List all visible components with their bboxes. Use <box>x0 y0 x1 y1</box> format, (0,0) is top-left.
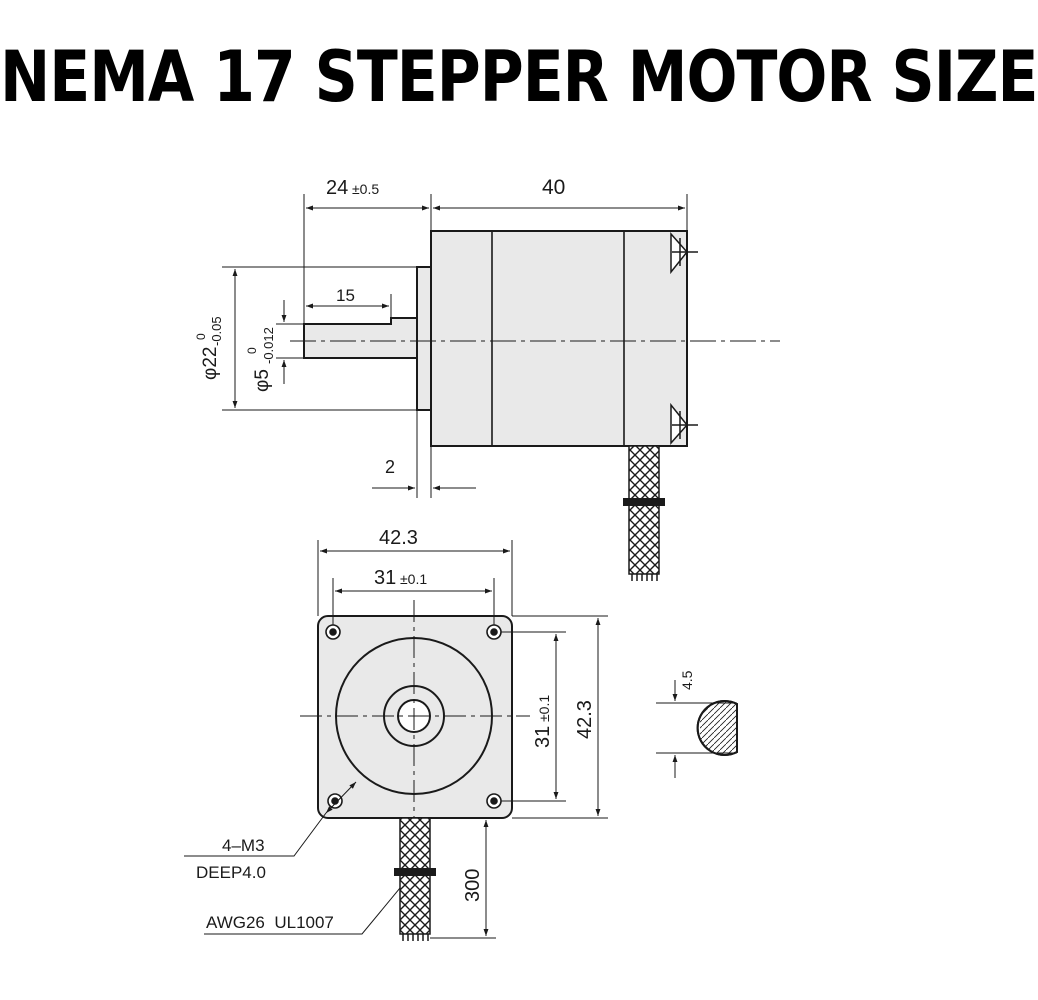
diagram-canvas: NEMA 17 STEPPER MOTOR SIZE <box>0 36 1038 941</box>
screw-bottom <box>670 402 698 445</box>
svg-text:0: 0 <box>194 333 208 340</box>
dim-shaft-diameter: φ5 0 -0.012 <box>245 327 276 392</box>
dim-hole-spacing: 31 <box>374 567 396 589</box>
svg-text:-0.012: -0.012 <box>261 327 276 364</box>
dim-body-length: 40 <box>542 176 565 199</box>
boss <box>416 266 432 411</box>
dim-flat-length: 15 <box>336 286 355 305</box>
svg-text:φ22: φ22 <box>200 347 221 380</box>
motor-drawing: 24 ±0.5 40 15 2 φ22 0 -0.05 φ5 0 -0.012 <box>184 176 780 941</box>
svg-text:-0.05: -0.05 <box>209 316 224 346</box>
dim-shaft-extension-tol: ±0.5 <box>352 181 379 197</box>
svg-text:300: 300 <box>462 869 484 902</box>
dim-face-width: 42.3 <box>379 527 418 549</box>
label-mount-holes: 4–M3 <box>222 836 265 855</box>
svg-text:4.5: 4.5 <box>679 670 695 690</box>
dim-shaft-extension: 24 <box>326 177 348 199</box>
dim-hole-spacing-tol: ±0.1 <box>400 571 427 587</box>
svg-text:42.3: 42.3 <box>574 700 596 739</box>
shaft <box>303 317 418 359</box>
dim-face-height: 42.3 <box>574 700 596 739</box>
side-view <box>222 194 780 581</box>
dim-boss-height: 2 <box>385 457 395 477</box>
diagram-title: NEMA 17 STEPPER MOTOR SIZE <box>0 36 1038 119</box>
dim-boss-diameter: φ22 0 -0.05 <box>194 316 224 380</box>
shaft-section <box>656 680 738 778</box>
label-mount-depth: DEEP4.0 <box>196 863 266 882</box>
dim-hole-spacing-vertical: 31 ±0.1 <box>532 695 554 748</box>
cable-side <box>628 445 660 575</box>
label-cable-spec: AWG26 UL1007 <box>206 913 334 932</box>
motor-body-side <box>430 230 688 447</box>
screw-top <box>670 232 698 275</box>
dim-flat-depth: 4.5 <box>679 670 695 690</box>
svg-text:±0.1: ±0.1 <box>536 695 552 722</box>
svg-text:φ5: φ5 <box>252 369 273 392</box>
front-view <box>184 540 608 941</box>
dim-cable-length: 300 <box>462 869 484 902</box>
svg-text:31: 31 <box>532 726 554 748</box>
svg-text:0: 0 <box>245 347 259 354</box>
